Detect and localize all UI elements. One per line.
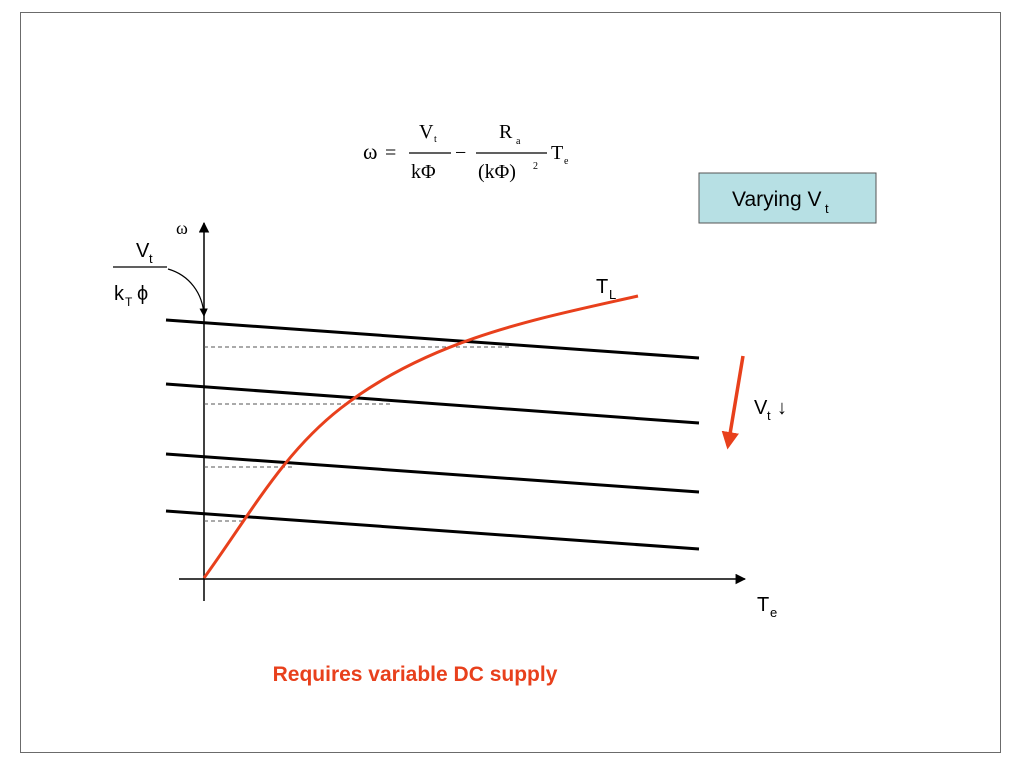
badge-label-sub: t [825, 201, 829, 216]
intercept-numerator-sub: t [149, 251, 153, 266]
intercept-label: V t k T ϕ [113, 240, 167, 309]
speed-torque-line-4 [165, 509, 700, 551]
term1-denominator: kΦ [411, 161, 436, 183]
load-torque-curve [202, 294, 639, 579]
speed-torque-line-1 [165, 318, 700, 360]
intercept-denominator-phi: ϕ [137, 283, 148, 305]
intercept-numerator: V [136, 240, 150, 262]
varying-vt-badge: Varying V t [698, 172, 877, 224]
badge-label: Varying V [732, 188, 822, 211]
equation-equals: = [385, 142, 396, 164]
load-curve-label: T [596, 276, 608, 298]
y-axis-label: ω [176, 218, 188, 238]
down-arrow-icon: ↓ [777, 397, 787, 419]
badge-box [698, 172, 877, 224]
footer-note: Requires variable DC supply [273, 663, 558, 686]
term1-numerator-sub: t [434, 134, 437, 145]
x-axis-label: T [757, 594, 769, 616]
term2-denominator: (kΦ) [478, 161, 516, 183]
speed-torque-line-3 [165, 452, 700, 494]
intercept-pointer-arrow [167, 268, 208, 317]
term2-tail-sub: e [564, 156, 569, 167]
term2-tail: T [551, 142, 563, 164]
term2-denominator-sup: 2 [533, 161, 538, 172]
x-axis-label-sub: e [770, 605, 777, 620]
load-curve-label-sub: L [609, 287, 616, 302]
intercept-denominator-sub: T [125, 295, 133, 309]
term2-numerator: R [499, 121, 513, 143]
speed-equation: ω = V t kΦ − R a (kΦ) 2 T e [363, 121, 569, 183]
speed-torque-diagram: ω = V t kΦ − R a (kΦ) 2 T e Varying V t … [113, 121, 877, 686]
intercept-denominator-k: k [114, 283, 125, 305]
slide-frame: ω = V t kΦ − R a (kΦ) 2 T e Varying V t … [20, 12, 1001, 753]
speed-torque-line-2 [165, 382, 700, 425]
trend-label-sub: t [767, 408, 771, 423]
term1-numerator: V [419, 121, 434, 143]
equation-minus: − [455, 142, 466, 164]
vt-decrease-arrow [721, 355, 745, 450]
term2-numerator-sub: a [516, 136, 521, 147]
trend-label: V [754, 397, 768, 419]
equation-lhs: ω [363, 139, 377, 164]
